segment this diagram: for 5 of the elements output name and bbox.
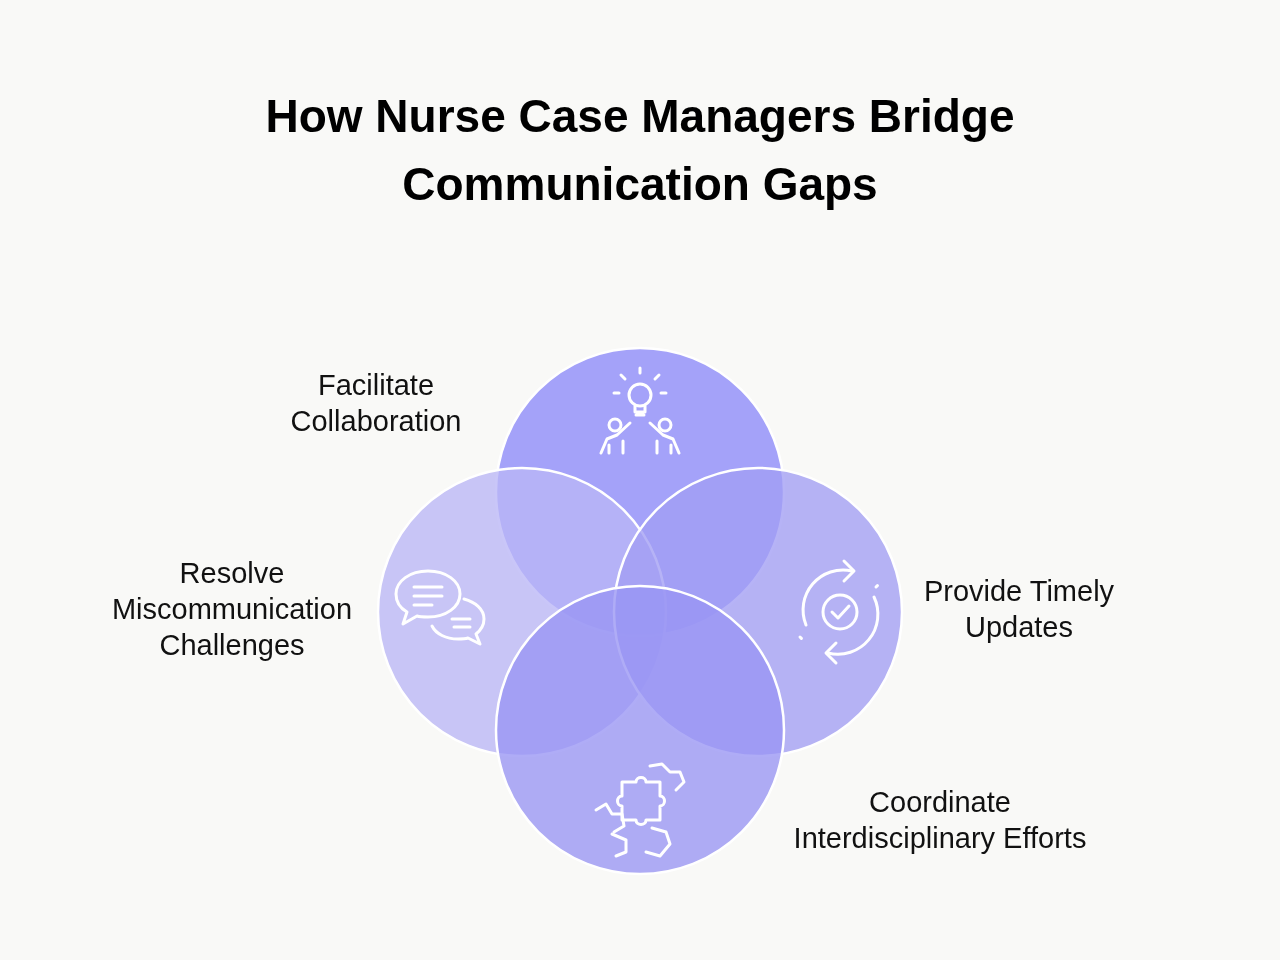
circle-label: Coordinate Interdisciplinary Efforts xyxy=(792,785,1088,856)
circle-label: Resolve Miscommunication Challenges xyxy=(110,556,354,663)
diagram-title: How Nurse Case Managers Bridge Communication Gaps xyxy=(264,89,1016,212)
circle-label: Provide Timely Updates xyxy=(922,574,1116,645)
circle-label: Facilitate Collaboration xyxy=(289,368,463,439)
